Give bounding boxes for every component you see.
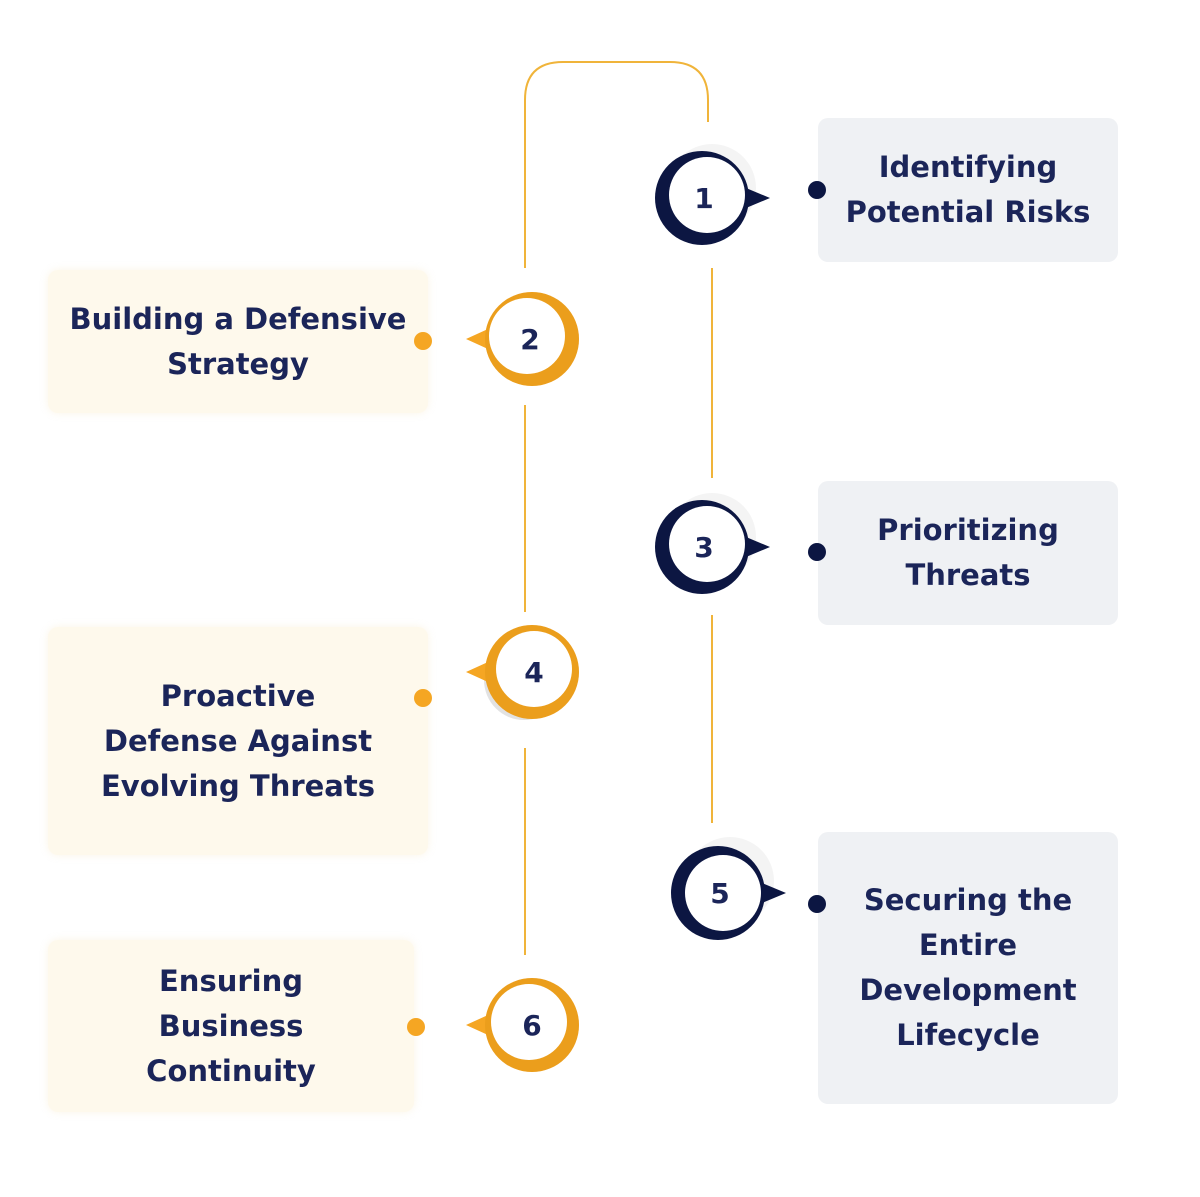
step-2-card: Building a Defensive Strategy: [48, 270, 428, 413]
step-3-label: Prioritizing Threats: [877, 513, 1059, 592]
step-6-label: Ensuring Business Continuity: [146, 963, 316, 1088]
step-2-label: Building a Defensive Strategy: [69, 301, 407, 381]
step-1-number: 1: [694, 181, 714, 215]
step-3-marker: 3: [652, 493, 770, 597]
step-1-bullet: [808, 181, 826, 199]
step-5-card: Securing the Entire Development Lifecycl…: [818, 832, 1118, 1104]
step-4-marker: 4: [466, 622, 582, 722]
step-1-label: Identifying Potential Risks: [845, 150, 1091, 229]
step-6-number: 6: [522, 1008, 542, 1042]
step-1-card: Identifying Potential Risks: [818, 118, 1118, 262]
step-6-marker: 6: [466, 975, 582, 1075]
step-5-bullet: [808, 895, 826, 913]
step-4-number: 4: [524, 655, 544, 689]
step-3-card: Prioritizing Threats: [818, 481, 1118, 625]
step-3-number: 3: [694, 530, 714, 564]
step-6-bullet: [407, 1018, 425, 1036]
step-1-marker: 1: [652, 144, 770, 248]
step-5-label: Securing the Entire Development Lifecycl…: [859, 883, 1077, 1052]
step-4-bullet: [414, 689, 432, 707]
step-2-number: 2: [520, 322, 540, 356]
step-4-card: Proactive Defense Against Evolving Threa…: [48, 627, 428, 855]
step-6-card: Ensuring Business Continuity: [48, 940, 414, 1112]
step-2-bullet: [414, 332, 432, 350]
step-4-label: Proactive Defense Against Evolving Threa…: [100, 678, 375, 803]
top-arch-connector: [524, 61, 709, 268]
step-3-bullet: [808, 543, 826, 561]
step-2-marker: 2: [466, 289, 582, 389]
step-5-marker: 5: [668, 837, 786, 943]
step-5-number: 5: [710, 876, 730, 910]
